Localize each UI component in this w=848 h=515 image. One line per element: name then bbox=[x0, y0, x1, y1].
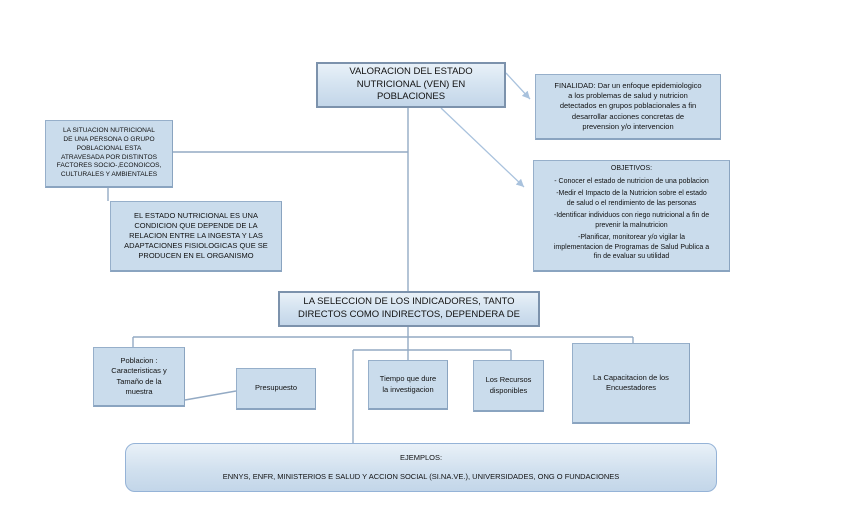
node-estado: EL ESTADO NUTRICIONAL ES UNA CONDICION Q… bbox=[110, 201, 282, 272]
node-presupuesto: Presupuesto bbox=[236, 368, 316, 410]
node-tiempo-label: Tiempo que dure la investigacion bbox=[379, 374, 437, 394]
node-valoracion-label: VALORACION DEL ESTADO NUTRICIONAL (VEN) … bbox=[349, 65, 473, 103]
node-poblacion-label: Poblacion : Caracteristicas y Tamaño de … bbox=[111, 356, 167, 396]
node-capacitacion-label: La Capacitacion de los Encuestadores bbox=[593, 372, 669, 392]
objetivos-item-3: -Identificar individuos con riego nutric… bbox=[553, 212, 710, 229]
node-presupuesto-label: Presupuesto bbox=[254, 383, 298, 393]
node-tiempo: Tiempo que dure la investigacion bbox=[368, 360, 448, 410]
node-objetivos: OBJETIVOS: - Conocer el estado de nutric… bbox=[533, 160, 730, 272]
node-estado-label: EL ESTADO NUTRICIONAL ES UNA CONDICION Q… bbox=[124, 210, 268, 261]
node-poblacion: Poblacion : Caracteristicas y Tamaño de … bbox=[93, 347, 185, 407]
node-recursos-label: Los Recursos disponibles bbox=[485, 375, 532, 395]
ejemplos-title: EJEMPLOS: bbox=[399, 452, 443, 462]
node-ejemplos: EJEMPLOS: ENNYS, ENFR, MINISTERIOS E SAL… bbox=[125, 443, 717, 492]
node-situacion: LA SITUACION NUTRICIONAL DE UNA PERSONA … bbox=[45, 120, 173, 188]
objetivos-item-4: -Planificar, monitorear y/o vigilar la i… bbox=[553, 234, 710, 260]
objetivos-item-2: -Medir el Impacto de la Nutricion sobre … bbox=[556, 190, 707, 207]
objetivos-title: OBJETIVOS: bbox=[610, 165, 653, 172]
objetivos-item-1: - Conocer el estado de nutricion de una … bbox=[554, 177, 709, 185]
node-valoracion-title: VALORACION DEL ESTADO NUTRICIONAL (VEN) … bbox=[316, 62, 506, 108]
node-recursos: Los Recursos disponibles bbox=[473, 360, 544, 412]
ejemplos-body: ENNYS, ENFR, MINISTERIOS E SALUD Y ACCIO… bbox=[222, 472, 620, 481]
node-seleccion: LA SELECCION DE LOS INDICADORES, TANTO D… bbox=[278, 291, 540, 327]
node-seleccion-label: LA SELECCION DE LOS INDICADORES, TANTO D… bbox=[298, 296, 520, 320]
node-situacion-label: LA SITUACION NUTRICIONAL DE UNA PERSONA … bbox=[56, 126, 162, 179]
node-finalidad: FINALIDAD: Dar un enfoque epidemiologico… bbox=[535, 74, 721, 140]
node-capacitacion: La Capacitacion de los Encuestadores bbox=[572, 343, 690, 424]
node-finalidad-label: FINALIDAD: Dar un enfoque epidemiologico… bbox=[554, 81, 702, 131]
